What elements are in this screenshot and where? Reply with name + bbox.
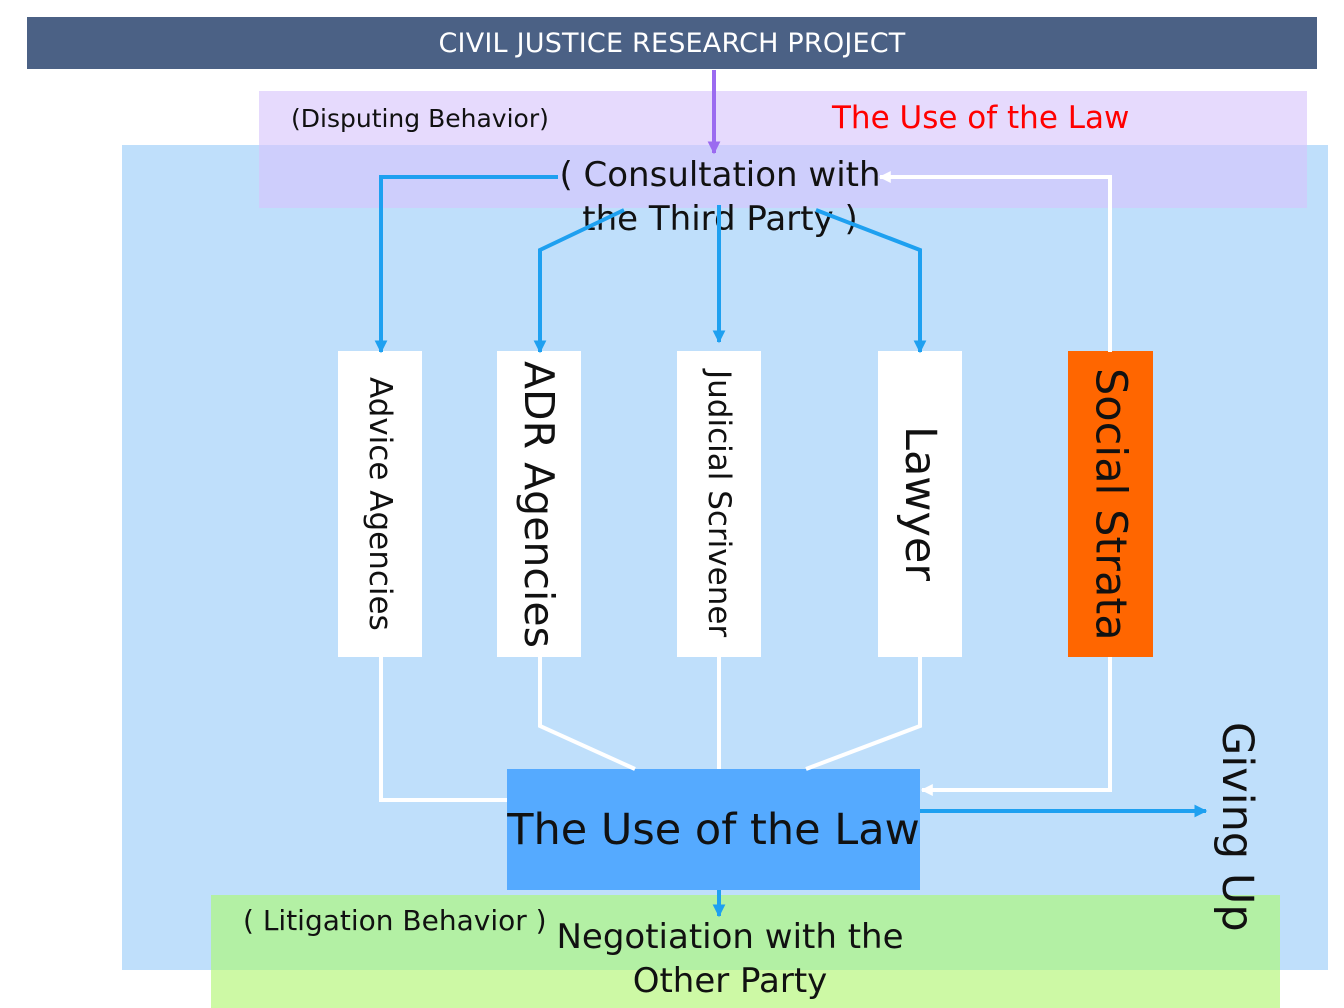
consultation-node: ( Consultation with the Third Party ): [559, 155, 881, 239]
giving-up-label: Giving Up: [1212, 722, 1262, 932]
use-of-law-box-label: The Use of the Law: [507, 804, 920, 855]
use-of-law-box: The Use of the Law: [507, 769, 920, 890]
diagram-title: CIVIL JUSTICE RESEARCH PROJECT: [438, 27, 906, 59]
lawyer-box: Lawyer: [878, 351, 962, 657]
use-of-law-label: The Use of the Law: [832, 100, 1130, 136]
litigation-behavior-label: ( Litigation Behavior ): [243, 904, 547, 937]
social-strata-box: Social Strata: [1068, 351, 1153, 657]
judicial-scrivener-label: Judicial Scrivener: [701, 370, 737, 638]
negotiation-node: Negotiation with the Other Party: [556, 917, 904, 1001]
litigation-band-lower: [211, 970, 1280, 1008]
advice-agencies-box: Advice Agencies: [338, 351, 422, 657]
title-bar: CIVIL JUSTICE RESEARCH PROJECT: [27, 17, 1317, 69]
lawyer-label: Lawyer: [895, 426, 945, 582]
advice-agencies-label: Advice Agencies: [362, 377, 398, 631]
disputing-behavior-label: (Disputing Behavior): [291, 104, 549, 133]
adr-agencies-label: ADR Agencies: [515, 360, 563, 648]
litigation-band: [211, 895, 1280, 970]
judicial-scrivener-box: Judicial Scrivener: [677, 351, 761, 657]
social-strata-label: Social Strata: [1085, 367, 1136, 641]
adr-agencies-box: ADR Agencies: [497, 351, 581, 657]
